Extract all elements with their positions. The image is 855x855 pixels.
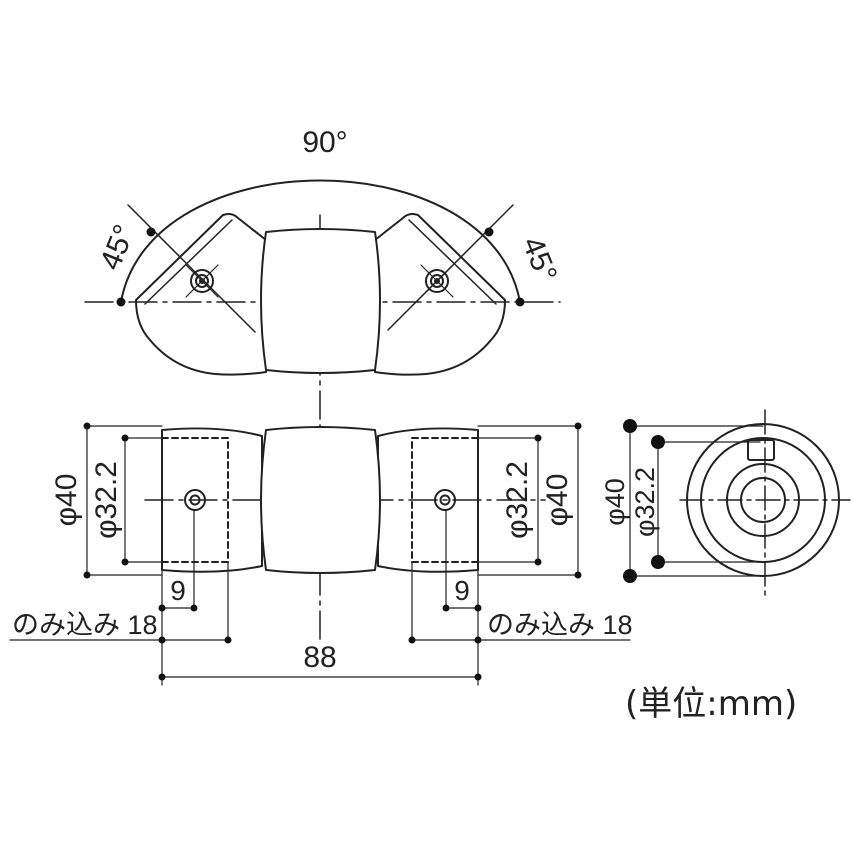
front-center-sleeve — [260, 426, 381, 574]
ext-line-left-45 — [127, 204, 256, 333]
top-view — [84, 179, 561, 641]
dim-offset-left: 9 — [170, 575, 186, 606]
insert-label-left: のみ込み 18 — [12, 610, 158, 640]
side-dim-outer: φ40 — [600, 478, 630, 526]
dim-inner-left: φ32.2 — [90, 461, 123, 539]
screw-icon — [185, 264, 219, 298]
dim-overall: 88 — [303, 641, 336, 674]
right-elbow-body — [374, 213, 506, 376]
screw-icon — [420, 264, 454, 298]
angle-arc-90 — [120, 179, 521, 303]
front-view — [9, 425, 631, 686]
dim-outer-left: φ40 — [50, 474, 83, 527]
dim-outer-right: φ40 — [541, 474, 574, 527]
side-view — [629, 409, 851, 596]
side-dim-inner: φ32.2 — [630, 467, 660, 537]
insert-label-right: のみ込み 18 — [487, 610, 633, 640]
left-socket-hidden — [161, 437, 229, 563]
left-elbow-body — [135, 213, 267, 376]
right-socket-hidden — [411, 437, 479, 563]
left-cup-body — [161, 427, 263, 573]
angle-label-90: 90° — [302, 126, 347, 159]
unit-note: (単位:mm) — [625, 684, 798, 724]
right-cup-body — [377, 427, 479, 573]
center-sleeve — [260, 228, 381, 374]
dim-offset-right: 9 — [454, 575, 470, 606]
angle-label-right-45: 45° — [516, 232, 564, 286]
dim-inner-right: φ32.2 — [501, 461, 534, 539]
